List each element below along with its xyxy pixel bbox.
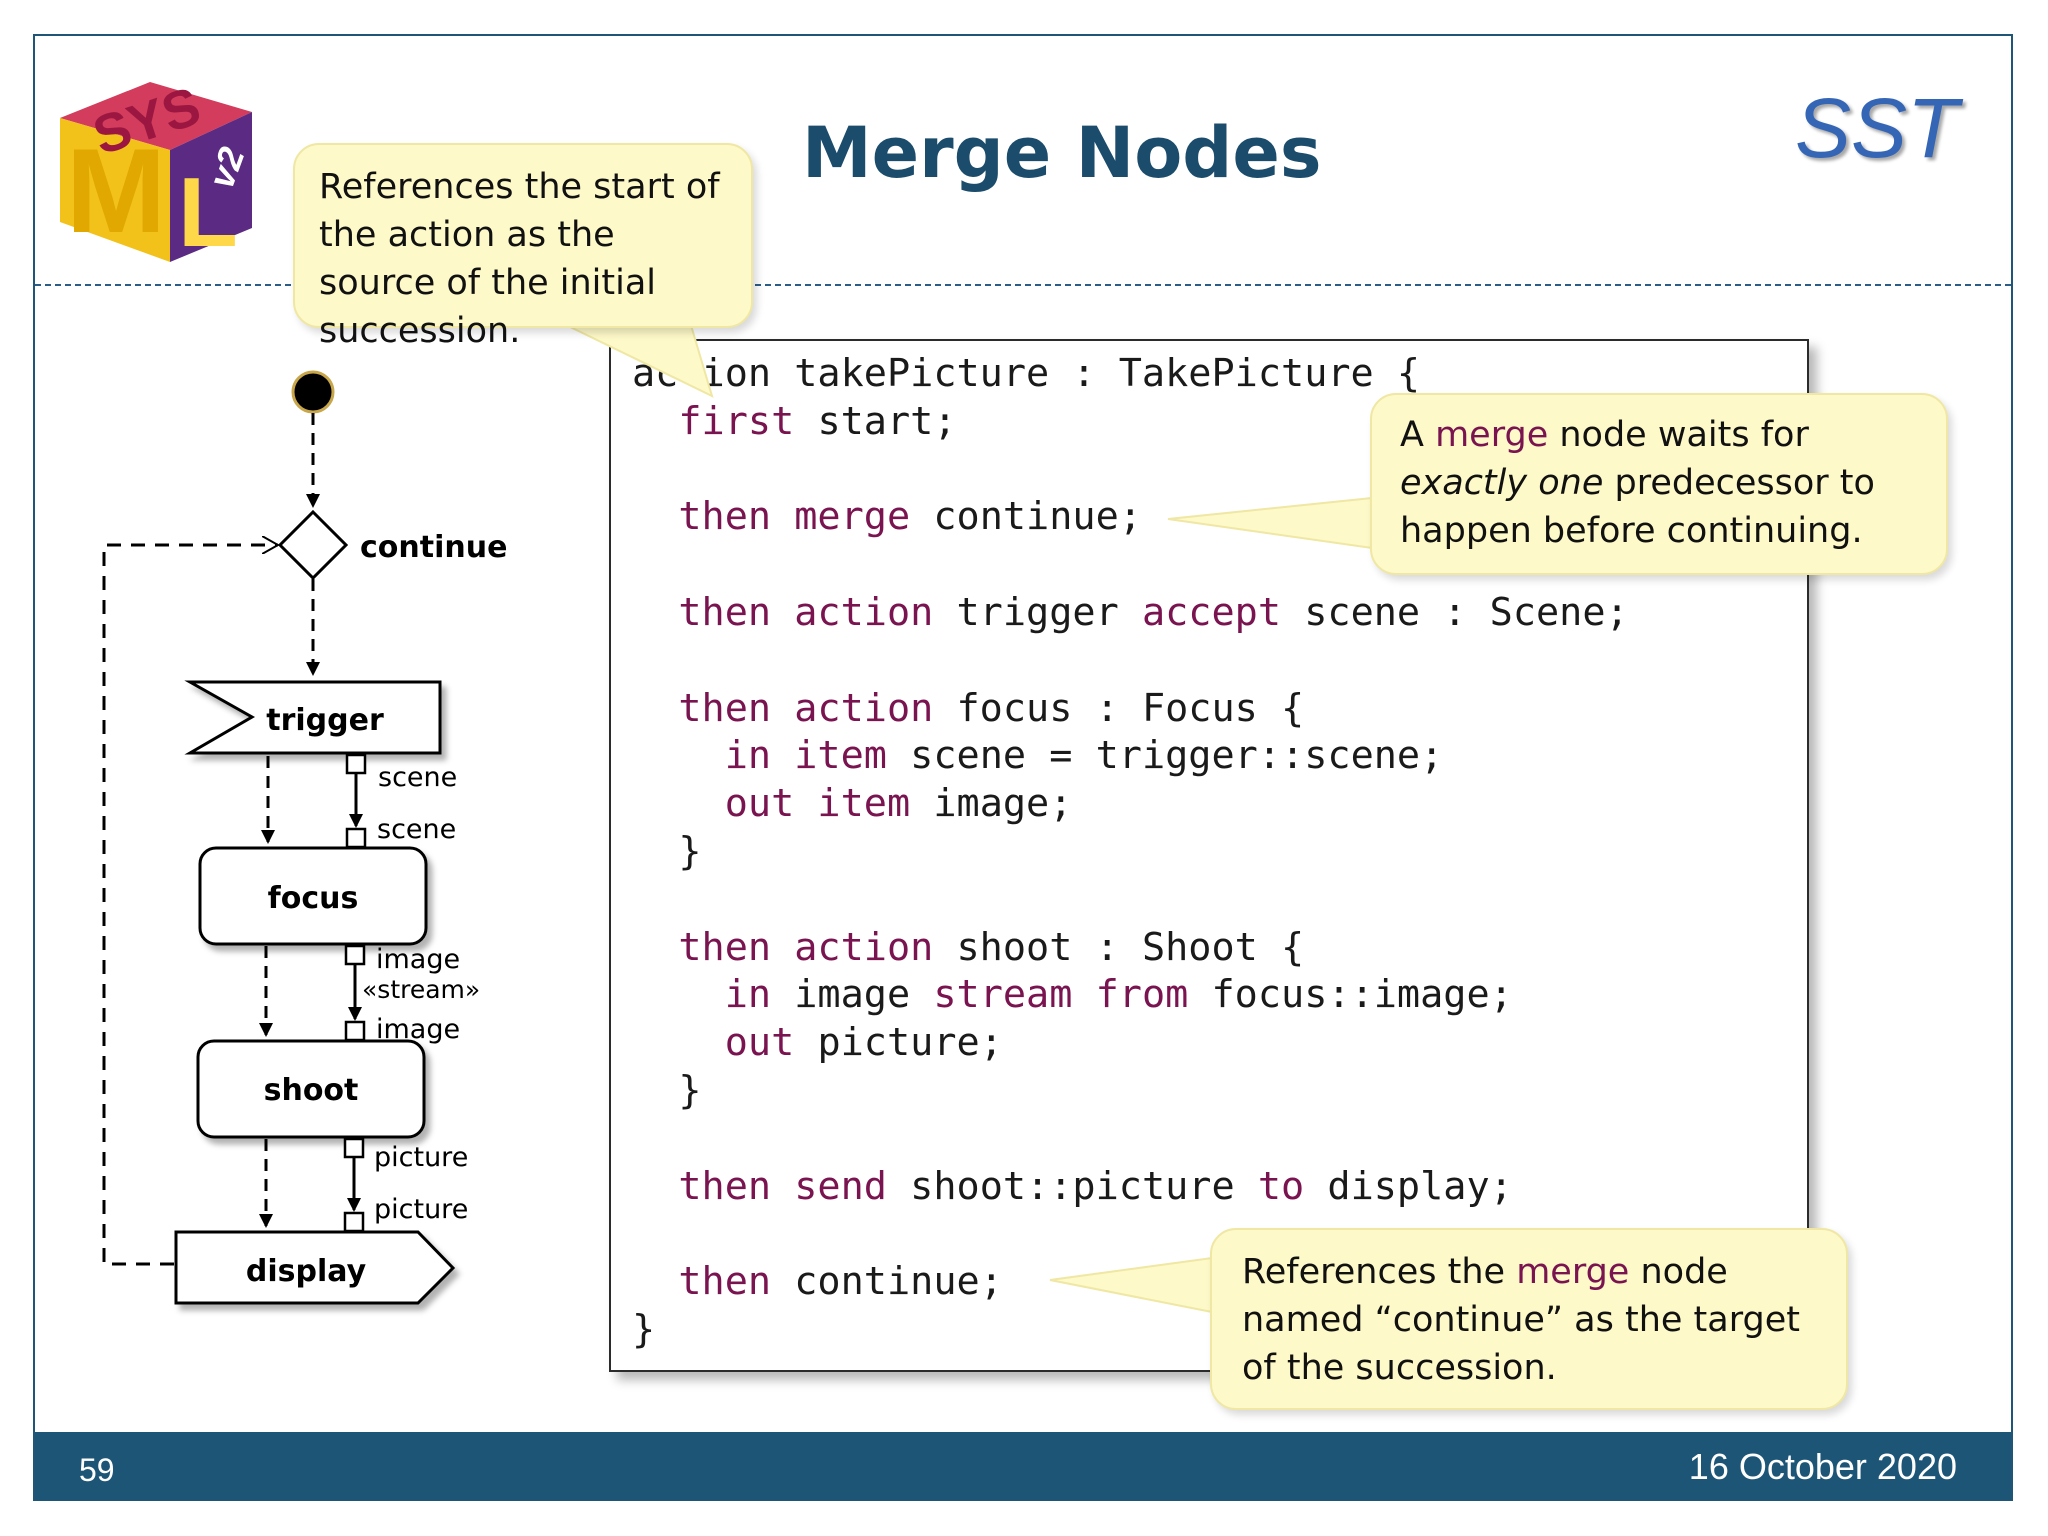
code-keyword: then	[678, 1259, 772, 1305]
code-line: out item image;	[632, 780, 1629, 828]
code-line: out picture;	[632, 1019, 1629, 1067]
code-text	[632, 590, 678, 635]
code-line: then merge continue;	[632, 493, 1629, 541]
code-text: image;	[910, 781, 1073, 827]
footer-date: 16 October 2020	[1688, 1446, 1957, 1487]
code-text	[632, 925, 678, 970]
code-text	[632, 494, 678, 539]
code-text	[632, 733, 725, 778]
footer-bar: 59 16 October 2020	[35, 1432, 2011, 1500]
code-line: then continue;	[632, 1258, 1629, 1306]
code-keyword: first	[678, 398, 795, 444]
code-text: }	[632, 1067, 702, 1113]
code-text: continue;	[771, 1259, 1003, 1305]
code-keyword: then merge	[678, 494, 911, 540]
code-text: picture;	[794, 1020, 1003, 1066]
code-text: display;	[1304, 1163, 1513, 1209]
code-keyword: then send	[678, 1163, 887, 1209]
callout-merge: A merge node waits for exactly one prede…	[1370, 393, 1948, 575]
code-line: ​	[632, 1115, 1629, 1163]
code-text: start;	[794, 398, 957, 444]
code-keyword: accept	[1141, 589, 1282, 635]
code-line: }	[632, 1306, 1629, 1354]
code-text: trigger	[933, 589, 1142, 635]
code-text: action takePicture : TakePicture {	[632, 351, 1421, 396]
code-keyword: in item	[724, 733, 887, 779]
page-number: 59	[79, 1452, 115, 1488]
code-text: shoot::picture	[886, 1163, 1258, 1209]
code-text: focus::image;	[1188, 972, 1513, 1018]
code-listing: action takePicture : TakePicture { first…	[632, 350, 1629, 1354]
code-line: first start;	[632, 398, 1629, 446]
code-text	[632, 972, 725, 1017]
code-line: then action shoot : Shoot {	[632, 924, 1629, 972]
callout-start: References the start of the action as th…	[293, 143, 753, 351]
page-title: Merge Nodes	[802, 112, 1322, 194]
code-keyword: stream from	[933, 972, 1189, 1018]
code-text: continue;	[910, 494, 1142, 540]
code-line: }	[632, 828, 1629, 876]
code-keyword: to	[1257, 1163, 1305, 1209]
callout-merge-emphasis: exactly one	[1400, 463, 1604, 503]
code-keyword: then action	[678, 924, 934, 970]
code-keyword: then action	[678, 589, 934, 635]
callout-target: References the merge node named “continu…	[1210, 1228, 1848, 1410]
code-text: image	[771, 972, 934, 1018]
code-line: in item scene = trigger::scene;	[632, 732, 1629, 780]
code-text	[632, 399, 678, 444]
code-text	[632, 1164, 678, 1209]
code-text: }	[632, 1306, 656, 1352]
code-text	[632, 1259, 678, 1304]
code-text	[632, 1020, 725, 1065]
code-text: shoot : Shoot {	[933, 924, 1305, 970]
code-line: action takePicture : TakePicture {	[632, 350, 1629, 398]
code-line: }	[632, 1067, 1629, 1115]
code-line: then send shoot::picture to display;	[632, 1163, 1629, 1211]
code-text	[632, 781, 725, 826]
code-text: scene = trigger::scene;	[886, 733, 1444, 779]
brand-mark: SST	[1795, 81, 1959, 175]
header-divider	[35, 284, 2011, 286]
code-keyword: then action	[678, 685, 934, 731]
code-keyword: out item	[724, 781, 911, 827]
callout-merge-keyword: merge	[1435, 415, 1549, 455]
code-text: }	[632, 828, 702, 874]
code-keyword: out	[724, 1020, 795, 1066]
code-line: ​	[632, 637, 1629, 685]
code-keyword: in	[724, 972, 772, 1018]
callout-target-keyword: merge	[1516, 1252, 1630, 1292]
code-line: ​	[632, 876, 1629, 924]
code-line: then action trigger accept scene : Scene…	[632, 589, 1629, 637]
code-line: then action focus : Focus {	[632, 685, 1629, 733]
code-text: focus : Focus {	[933, 685, 1305, 731]
code-text	[632, 686, 678, 731]
code-line: in image stream from focus::image;	[632, 971, 1629, 1019]
code-text: scene : Scene;	[1281, 589, 1629, 635]
